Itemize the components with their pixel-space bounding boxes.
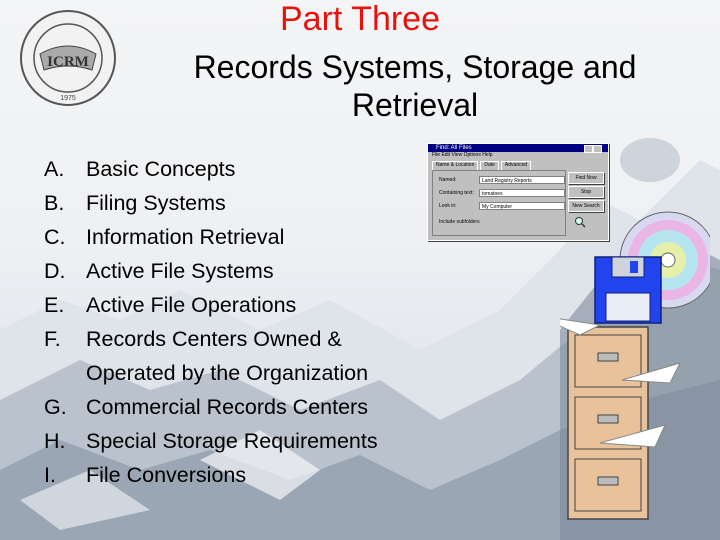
dialog-panel: Named: Land Registry Reports Containing … bbox=[432, 170, 566, 236]
item-text: Records Centers Owned & Operated by the … bbox=[86, 327, 369, 385]
storage-media-illustration bbox=[560, 211, 710, 520]
tab-date: Date bbox=[480, 161, 499, 170]
topic-list: A. Basic Concepts B. Filing Systems C. Info… bbox=[44, 152, 424, 492]
item-text: Active File Systems bbox=[86, 259, 274, 283]
item-letter: H. bbox=[44, 429, 66, 453]
item-text: Filing Systems bbox=[86, 191, 226, 215]
list-item: H. Special Storage Requirements bbox=[44, 424, 424, 458]
close-icon bbox=[593, 145, 602, 153]
item-letter: B. bbox=[44, 191, 65, 215]
item-text: File Conversions bbox=[86, 463, 247, 487]
list-item: A. Basic Concepts bbox=[44, 152, 424, 186]
item-letter: I. bbox=[44, 463, 56, 487]
dialog-menubar: File Edit View Options Help bbox=[432, 152, 493, 158]
containing-label: Containing text: bbox=[439, 190, 474, 196]
tab-name-location: Name & Location bbox=[432, 161, 479, 170]
item-letter: F. bbox=[44, 327, 61, 351]
svg-text:1975: 1975 bbox=[60, 95, 76, 102]
icrm-seal-logo: ICRM 1975 bbox=[20, 10, 116, 106]
lookin-field: My Computer bbox=[479, 202, 565, 210]
list-item: C. Information Retrieval bbox=[44, 220, 424, 254]
dialog-tabs: Name & Location Date Advanced bbox=[432, 161, 532, 170]
filing-cabinet-icon bbox=[560, 318, 681, 520]
item-text: Information Retrieval bbox=[86, 225, 285, 249]
item-letter: A. bbox=[44, 157, 65, 181]
find-now-button: Find Now bbox=[568, 172, 604, 184]
subfolders-checkbox: Include subfolders bbox=[439, 219, 480, 225]
named-field: Land Registry Reports bbox=[479, 176, 565, 184]
item-text: Special Storage Requirements bbox=[86, 429, 378, 453]
minimize-icon bbox=[584, 145, 593, 153]
stop-button: Stop bbox=[568, 186, 604, 198]
lookin-label: Look in: bbox=[439, 203, 457, 209]
magnifier-icon bbox=[575, 217, 586, 228]
item-letter: G. bbox=[44, 395, 67, 419]
item-text: Commercial Records Centers bbox=[86, 395, 368, 419]
new-search-button: New Search bbox=[568, 200, 604, 212]
floppy-disk-icon bbox=[594, 256, 662, 324]
item-letter: C. bbox=[44, 225, 66, 249]
list-item: G. Commercial Records Centers bbox=[44, 390, 424, 424]
named-label: Named: bbox=[439, 177, 457, 183]
find-dialog-screenshot: Find: All Files File Edit View Options H… bbox=[427, 143, 609, 241]
item-text: Active File Operations bbox=[86, 293, 297, 317]
slide-subtitle: Records Systems, Storage and Retrieval bbox=[193, 49, 637, 123]
item-letter: E. bbox=[44, 293, 65, 317]
dialog-titlebar: Find: All Files bbox=[428, 144, 608, 152]
slide-title: Part Three bbox=[279, 0, 440, 38]
item-letter: D. bbox=[44, 259, 66, 283]
list-item: F. Records Centers Owned & Operated by th… bbox=[44, 322, 424, 390]
list-item: B. Filing Systems bbox=[44, 186, 424, 220]
svg-text:ICRM: ICRM bbox=[47, 54, 89, 70]
containing-field: tomatoes bbox=[479, 189, 565, 197]
list-item: I. File Conversions bbox=[44, 458, 424, 492]
tab-advanced: Advanced bbox=[500, 161, 532, 170]
list-item: D. Active File Systems bbox=[44, 254, 424, 288]
item-text: Basic Concepts bbox=[86, 157, 236, 181]
list-item: E. Active File Operations bbox=[44, 288, 424, 322]
